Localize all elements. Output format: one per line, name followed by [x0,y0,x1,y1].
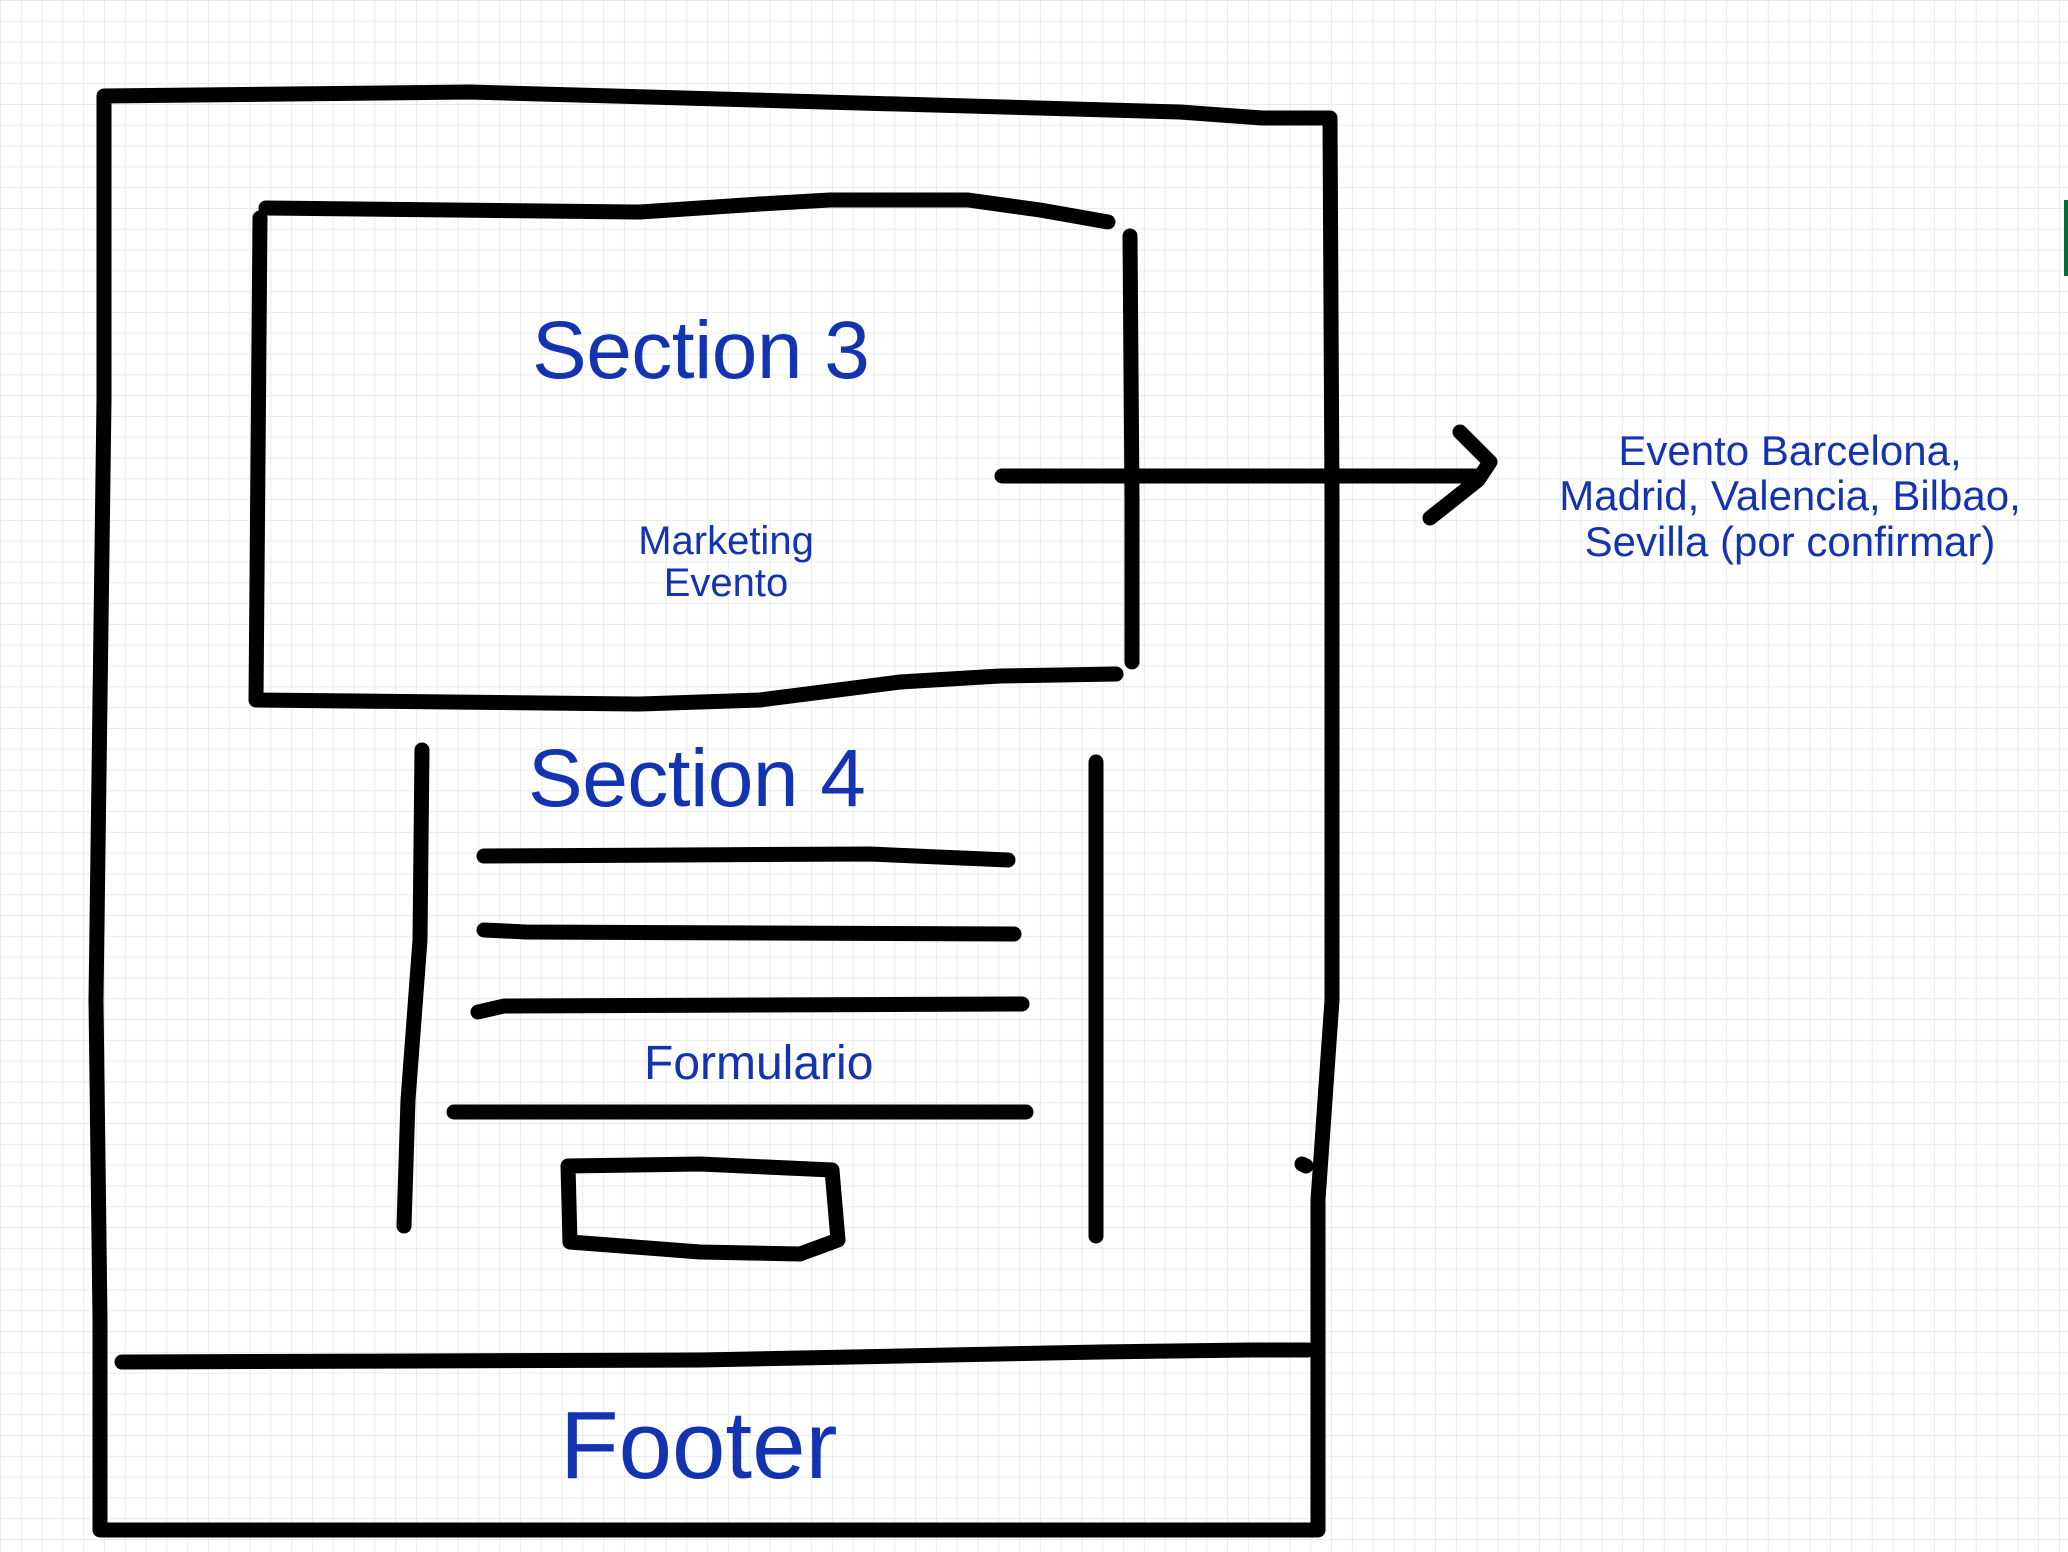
section3-box [248,210,1124,712]
page-frame [88,84,1340,1538]
section3-arrowhead [1422,424,1498,526]
section3-subtitle: Marketing Evento [610,520,842,604]
section4-left-rail [396,742,430,1234]
section3-subtitle-line1: Marketing [638,519,814,563]
event-locations-line3: Sevilla (por confirmar) [1584,517,1996,565]
event-locations-note: Evento Barcelona, Madrid, Valencia, Bilb… [1530,428,2050,564]
ink-dot [1294,1156,1314,1174]
edge-mark [2064,200,2068,276]
footer-divider [114,1342,1316,1370]
form-field-line [476,846,1016,868]
form-label: Formulario [644,1037,874,1090]
section3-title: Section 3 [532,305,870,396]
section3-box [1122,228,1140,670]
form-field-line [476,922,1022,942]
section3-box [258,192,1116,230]
footer-label: Footer [560,1392,838,1499]
form-submit-button [560,1156,846,1262]
section3-subtitle-line2: Evento [663,561,789,605]
section4-title: Section 4 [528,733,866,824]
form-field-line [470,996,1030,1020]
event-locations-line1: Evento Barcelona, [1618,427,1962,474]
event-locations-line2: Madrid, Valencia, Bilbao, [1559,472,2021,520]
